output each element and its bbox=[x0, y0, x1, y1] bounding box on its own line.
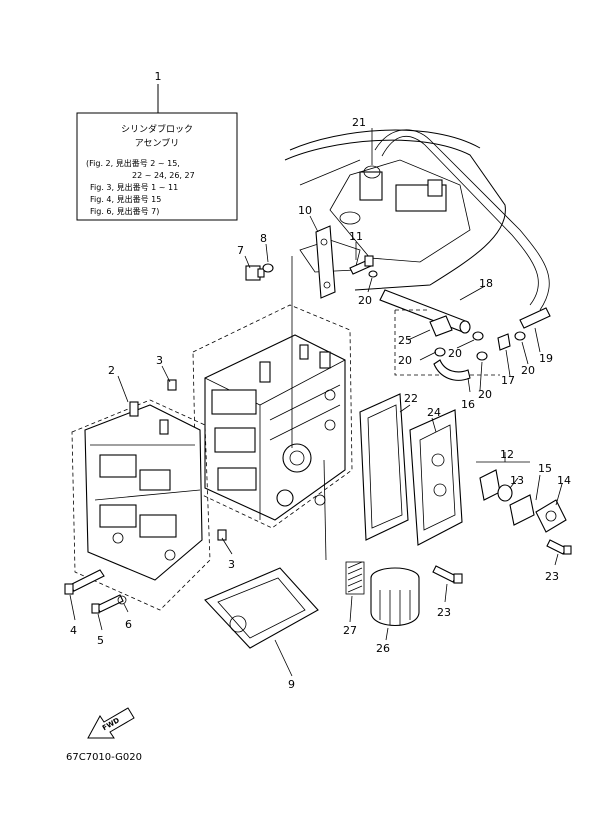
note-line-2: 22 ~ 24, 26, 27 bbox=[132, 171, 195, 180]
callout-15: 15 bbox=[538, 462, 552, 475]
callout-23a: 23 bbox=[437, 606, 451, 619]
note-title-line2: アセンブリ bbox=[135, 137, 180, 149]
callout-1: 1 bbox=[155, 70, 162, 83]
bolts-23 bbox=[432, 539, 572, 584]
callout-20b: 20 bbox=[398, 354, 412, 367]
hoses-18-19 bbox=[379, 289, 551, 334]
callout-12: 12 bbox=[500, 448, 514, 461]
callout-3b: 3 bbox=[228, 558, 235, 571]
callout-23b: 23 bbox=[545, 570, 559, 583]
bolt-11 bbox=[349, 255, 378, 278]
figure-code: 67C7010-G020 bbox=[66, 752, 142, 763]
engine-outline bbox=[284, 129, 550, 311]
oil-filter-26 bbox=[370, 567, 420, 627]
cylinder-block bbox=[192, 304, 353, 529]
callout-4: 4 bbox=[70, 624, 77, 637]
thermostat-parts bbox=[479, 469, 567, 533]
callout-5: 5 bbox=[97, 634, 104, 647]
crankcase bbox=[71, 399, 211, 611]
bolts-4-5-6 bbox=[64, 569, 127, 614]
callout-14: 14 bbox=[557, 474, 571, 487]
callout-27: 27 bbox=[343, 624, 357, 637]
callout-20e: 20 bbox=[478, 388, 492, 401]
callout-20d: 20 bbox=[521, 364, 535, 377]
callout-8: 8 bbox=[260, 232, 267, 245]
callout-9: 9 bbox=[288, 678, 295, 691]
callout-6: 6 bbox=[125, 618, 132, 631]
note-line-1: (Fig. 2, 見出番号 2 ~ 15, bbox=[86, 158, 180, 168]
callout-20c: 20 bbox=[448, 347, 462, 360]
exhaust-cover-24 bbox=[409, 409, 463, 546]
note-line-4: Fig. 4, 見出番号 15 bbox=[90, 194, 161, 204]
callout-11: 11 bbox=[349, 230, 363, 243]
callout-21: 21 bbox=[352, 116, 366, 129]
note-line-3: Fig. 3, 見出番号 1 ~ 11 bbox=[90, 182, 178, 192]
callout-16: 16 bbox=[461, 398, 475, 411]
leader-lines bbox=[69, 128, 563, 677]
spring-27 bbox=[345, 561, 365, 595]
callout-24: 24 bbox=[427, 406, 441, 419]
callout-18: 18 bbox=[479, 277, 493, 290]
callout-25: 25 bbox=[398, 334, 412, 347]
note-title-line1: シリンダブロック bbox=[121, 123, 193, 135]
callouts: 21 10 11 8 7 20 18 25 20 20 19 20 17 20 … bbox=[70, 116, 571, 691]
callout-3a: 3 bbox=[156, 354, 163, 367]
callout-13: 13 bbox=[510, 474, 524, 487]
callout-10: 10 bbox=[298, 204, 312, 217]
callout-19: 19 bbox=[539, 352, 553, 365]
fwd-arrow-icon: FWD bbox=[87, 707, 135, 739]
hose-assembly-box bbox=[394, 309, 526, 381]
callout-17: 17 bbox=[501, 374, 515, 387]
bracket-10 bbox=[315, 225, 336, 299]
callout-20a: 20 bbox=[358, 294, 372, 307]
callout-22: 22 bbox=[404, 392, 418, 405]
callout-26: 26 bbox=[376, 642, 390, 655]
note-line-5: Fig. 6, 見出番号 7) bbox=[90, 206, 159, 216]
gasket-9 bbox=[204, 567, 319, 649]
callout-2: 2 bbox=[108, 364, 115, 377]
callout-7: 7 bbox=[237, 244, 244, 257]
note-box: 1 シリンダブロック アセンブリ (Fig. 2, 見出番号 2 ~ 15, 2… bbox=[76, 70, 238, 221]
dowel-pin-upper bbox=[167, 379, 177, 391]
dowel-pin-lower bbox=[217, 529, 227, 541]
gasket-22 bbox=[359, 393, 409, 541]
plug-7-washer-8 bbox=[245, 263, 274, 281]
